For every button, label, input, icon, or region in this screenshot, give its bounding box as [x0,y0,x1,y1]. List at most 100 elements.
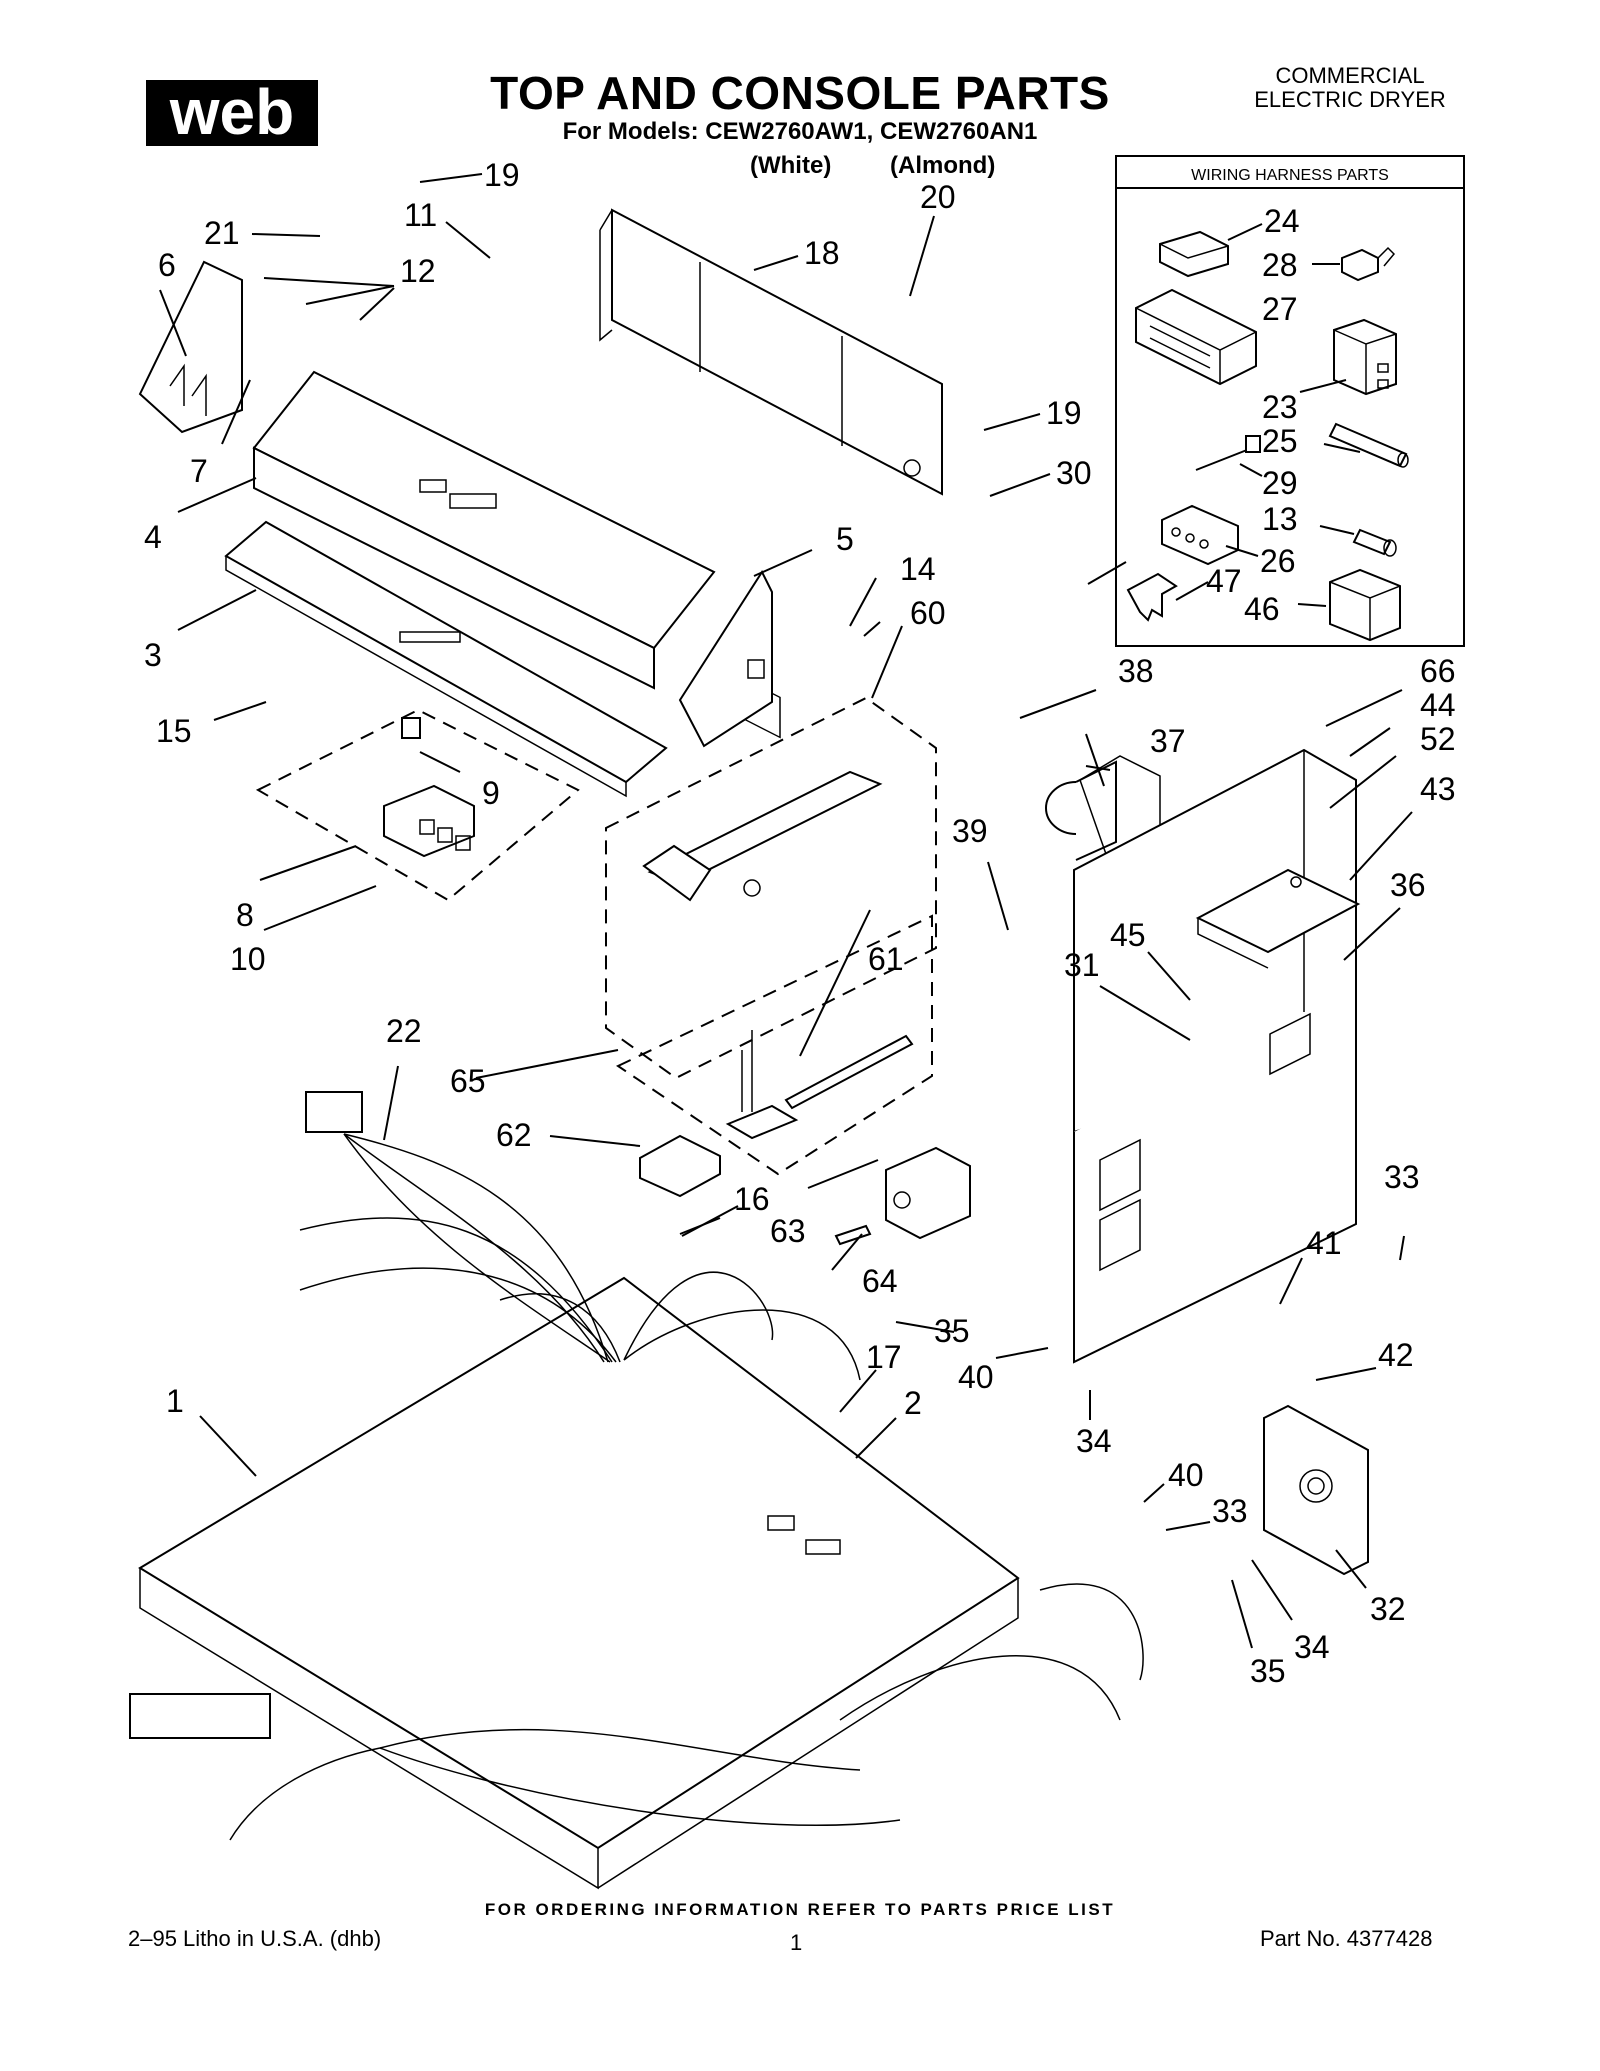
callout-1: 1 [166,1383,184,1419]
part-29-cable-tie [1195,435,1261,471]
product-type: COMMERCIAL ELECTRIC DRYER [1240,64,1460,112]
brand-logo-text: web [169,80,294,146]
wiring-harness-box: WIRING HARNESS PARTS [1115,155,1465,647]
callout-41: 41 [1306,1225,1342,1261]
part-9-knob [401,717,421,739]
part-5-right-end-cap [678,569,773,748]
callout-leaders [159,173,1413,1649]
callout-60: 60 [910,595,946,631]
callout-65: 65 [450,1063,486,1099]
part-31-cabinet [1073,748,1357,1364]
callout-21: 21 [204,215,240,251]
callout-35-upper: 35 [934,1313,970,1349]
callout-38: 38 [1118,653,1154,689]
part-4-console-housing [252,370,716,690]
part-24-connector [1159,230,1229,278]
callout-18: 18 [804,235,840,271]
lower-harness [129,1583,1144,1841]
callout-19-right: 19 [1046,395,1082,431]
part-13-fuse [1352,528,1397,557]
callout-5: 5 [836,521,854,557]
callout-24: 24 [1264,203,1300,239]
callout-6: 6 [158,247,176,283]
callout-40-upper: 40 [958,1359,994,1395]
model-color-white: (White) [750,152,832,179]
litho-info: 2–95 Litho in U.S.A. (dhb) [128,1926,382,1951]
callout-26: 26 [1260,543,1296,579]
callout-25: 25 [1262,423,1298,459]
part-43-top-bracket [1195,868,1361,969]
callout-10: 10 [230,941,266,977]
page-number: 1 [790,1930,803,1955]
callout-17: 17 [866,1339,902,1375]
part-32-mount-plate [1263,1404,1369,1576]
callout-34-upper: 34 [1076,1423,1112,1459]
callout-19-top: 19 [484,157,520,193]
part-60-timer-assembly [605,696,937,1080]
callout-3: 3 [144,637,162,673]
part-28-connector [1341,246,1396,282]
product-type-line1: COMMERCIAL [1275,63,1425,88]
callout-numbers: 19 21 11 12 6 7 4 3 15 18 20 19 30 5 14 … [144,157,1456,1689]
wiring-box-border [1115,155,1465,647]
callout-4: 4 [144,519,162,555]
part-64-plunger [834,1224,872,1246]
callout-2: 2 [904,1385,922,1421]
brand-logo: web [146,80,318,146]
part-8-switch-assembly [255,708,580,902]
model-subtitle: For Models: CEW2760AW1, CEW2760AN1 [562,118,1038,145]
callout-14: 14 [900,551,936,587]
callout-36: 36 [1390,867,1426,903]
callout-47: 47 [1206,563,1242,599]
callout-37: 37 [1150,723,1186,759]
callout-16: 16 [734,1181,770,1217]
callout-34-lower: 34 [1294,1629,1330,1665]
callout-42: 42 [1378,1337,1414,1373]
callout-66: 66 [1420,653,1456,689]
callout-39: 39 [952,813,988,849]
callout-22: 22 [386,1013,422,1049]
part-6-left-end-cap [138,260,243,434]
part-1-top-cover [138,1276,1020,1890]
part-65-sensor-assembly [615,914,933,1176]
callout-63: 63 [770,1213,806,1249]
part-25-tube [1328,422,1409,468]
callout-40-lower: 40 [1168,1457,1204,1493]
part-47-clip [1126,572,1178,622]
callout-13: 13 [1262,501,1298,537]
callout-62: 62 [496,1117,532,1153]
callout-9: 9 [482,775,500,811]
callout-7: 7 [190,453,208,489]
part-22-main-harness [299,1091,861,1381]
ordering-note: FOR ORDERING INFORMATION REFER TO PARTS … [484,1900,1116,1919]
callout-28: 28 [1262,247,1298,283]
callout-33-upper: 33 [1384,1159,1420,1195]
callout-52: 52 [1420,721,1456,757]
page-title: TOP AND CONSOLE PARTS [490,67,1110,119]
part-26-connector [1161,504,1239,566]
callout-27: 27 [1262,291,1298,327]
callout-20: 20 [920,179,956,215]
callout-61: 61 [868,941,904,977]
callout-35-lower: 35 [1250,1653,1286,1689]
part-23-plug [1333,318,1397,396]
part-62-bracket [639,1134,721,1198]
part-46-plug [1329,568,1401,642]
part-27-block-connector [1135,288,1257,386]
callout-44: 44 [1420,687,1456,723]
callout-32: 32 [1370,1591,1406,1627]
wiring-box-title: WIRING HARNESS PARTS [1191,167,1389,184]
callout-15: 15 [156,713,192,749]
part-number: Part No. 4377428 [1260,1926,1433,1951]
callout-23: 23 [1262,389,1298,425]
wiring-box-leaders [1175,223,1361,607]
callout-64: 64 [862,1263,898,1299]
callout-45: 45 [1110,917,1146,953]
model-color-almond: (Almond) [890,152,996,179]
callout-43: 43 [1420,771,1456,807]
callout-11: 11 [404,197,437,233]
product-type-line2: ELECTRIC DRYER [1254,87,1446,112]
callout-31: 31 [1064,947,1100,983]
part-3-console-channel [224,520,668,798]
